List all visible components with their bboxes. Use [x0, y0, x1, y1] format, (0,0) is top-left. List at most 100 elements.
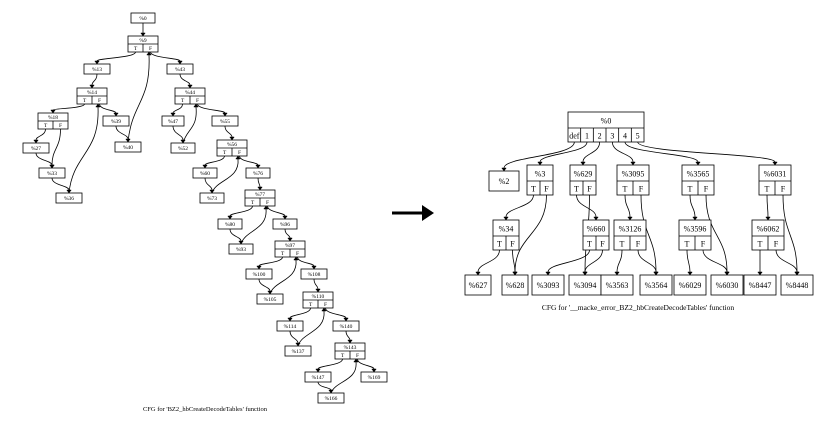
cfg-node-box [284, 345, 312, 357]
cfg-branch-label: F [600, 240, 605, 249]
cfg-branch-label: F [587, 185, 592, 194]
edge-arrowhead [256, 265, 262, 270]
edge [172, 103, 183, 114]
edge-arrowhead [501, 167, 507, 172]
edge [51, 128, 61, 166]
cfg-branch-label: F [701, 240, 706, 249]
edge [284, 228, 291, 239]
cfg-node-label: %3596 [684, 225, 707, 234]
cfg-node: %55 [211, 115, 239, 127]
cfg-node-box [245, 167, 271, 179]
edge [330, 361, 357, 394]
edge [702, 249, 728, 273]
cfg-node-label: %40 [123, 145, 133, 151]
edge [99, 103, 117, 114]
cfg-branch-label: F [774, 240, 779, 249]
edge-arrowhead [627, 216, 633, 221]
edge-arrowhead [177, 60, 183, 65]
edge [224, 125, 233, 138]
edge-arrowhead [512, 271, 518, 276]
edge [52, 103, 85, 111]
cfg-branch-label: T [574, 185, 579, 194]
edge-arrowhead [315, 288, 321, 293]
cfg-node-label: %56 [227, 142, 237, 148]
cfg-node-label: %76 [253, 171, 263, 177]
cfg-branch-label: T [531, 185, 536, 194]
cfg-node-box [276, 320, 304, 332]
cfg-node-box [211, 115, 239, 127]
cfg-node-label: %3126 [619, 225, 642, 234]
edge-arrowhead [343, 317, 349, 322]
cfg-node-label: %660 [587, 225, 606, 234]
cfg-node-box [488, 170, 520, 192]
edge [289, 307, 311, 319]
edge [317, 358, 343, 370]
cfg-branch-label: T [134, 46, 138, 52]
cfg-node: %43 [166, 63, 194, 75]
cfg-node: %114 [276, 320, 304, 332]
edge [204, 155, 225, 166]
cfg-node-box [304, 371, 332, 383]
cfg-node: %52 [170, 142, 196, 154]
edge [505, 194, 534, 218]
cfg-node: %628 [501, 274, 529, 296]
cfg-node-label: %73 [207, 196, 217, 202]
cfg-node: %13 [83, 63, 111, 75]
cfg-node-label: %6030 [716, 281, 739, 290]
edge-arrowhead [614, 271, 620, 276]
edge-arrowhead [170, 112, 176, 117]
cfg-node-label: %108 [308, 272, 321, 278]
cfg-node-label: %627 [469, 281, 488, 290]
cfg-node-box [55, 192, 83, 204]
cfg-node-box [360, 371, 388, 383]
edge [267, 205, 286, 217]
cfg-node: %147 [304, 371, 332, 383]
edge [512, 249, 516, 273]
cfg-node-label: %0 [139, 16, 147, 22]
cfg-node-label: %27 [31, 146, 41, 152]
cfg-branch-label: F [98, 98, 101, 104]
cfg-node-box [102, 115, 130, 127]
cfg-node: %33 [38, 167, 66, 179]
edge-arrowhead [630, 161, 636, 166]
edge-arrowhead [475, 271, 481, 276]
edge [257, 177, 261, 188]
edge [539, 141, 588, 163]
cfg-node-label: %3563 [606, 281, 629, 290]
cfg-branch-label: F [781, 185, 786, 194]
edge [686, 249, 691, 273]
edge [637, 249, 657, 273]
cfg-branch-label: T [623, 185, 628, 194]
cfg-node-label: %3565 [687, 170, 710, 179]
edge-arrowhead [593, 216, 599, 221]
edge [616, 249, 623, 273]
edge [269, 259, 297, 295]
cfg-node-box [245, 268, 273, 280]
cfg-node: %169 [360, 371, 388, 383]
cfg-node-label: %47 [168, 119, 178, 125]
edge [689, 194, 696, 218]
edge-arrowhead [794, 271, 800, 276]
cfg-node-label: %114 [284, 324, 297, 330]
edge-arrowhead [49, 164, 55, 169]
cfg-node: %627 [464, 274, 492, 296]
edge [547, 249, 590, 273]
cfg-node-label: %39 [111, 119, 121, 125]
edge [297, 256, 315, 267]
cfg-node: %27 [22, 142, 50, 154]
edge [115, 125, 129, 140]
cfg-node: %3564 [639, 274, 673, 296]
edge [197, 103, 226, 114]
edge-arrowhead [772, 161, 778, 166]
cfg-node-label: %8448 [786, 281, 809, 290]
edge-arrowhead [311, 265, 317, 270]
cfg-node: %3093 [531, 274, 565, 296]
cfg-node-box [166, 63, 194, 75]
